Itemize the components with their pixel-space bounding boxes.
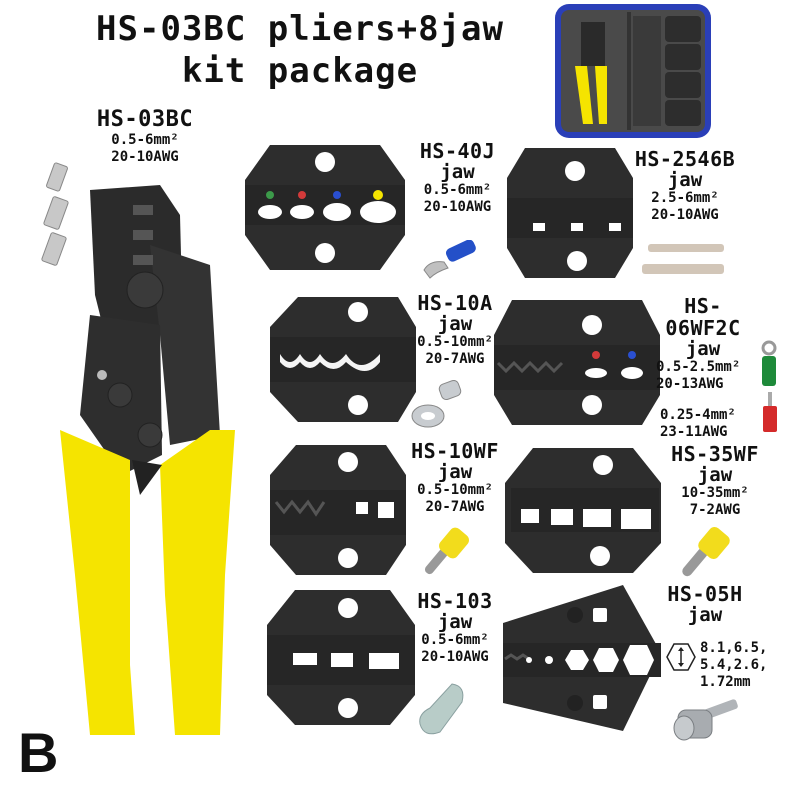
jaw-label-hs-10wf: HS-10WF jaw 0.5-10mm² 20-7AWG — [400, 440, 510, 516]
jaw-label-hs-103: HS-103 jaw 0.5-6mm² 20-10AWG — [400, 590, 510, 666]
product-title: HS-03BC pliers+8jaw kit package — [60, 8, 540, 92]
bnc-connector-image — [670, 690, 745, 750]
jaw-label-hs-40j: HS-40J jaw 0.5-6mm² 20-10AWG — [405, 140, 510, 216]
jaw-text: jaw — [437, 611, 473, 633]
hex-spec-line-3: 1.72mm — [700, 674, 751, 690]
jaw-die-hs-05h — [493, 583, 663, 733]
jaw-model: HS-06WF2C — [665, 294, 741, 340]
ring-lug-terminal-image — [410, 380, 470, 430]
red-ferrule-image — [760, 392, 780, 434]
jaw-label-hs-05h: HS-05H jaw — [655, 583, 755, 625]
hex-spec-line-2: 5.4,2.6, — [700, 657, 768, 673]
variant-badge: B — [18, 721, 59, 784]
jaw-die-hs-10wf — [268, 440, 408, 580]
jaw-text: jaw — [440, 161, 475, 183]
pliers-model: HS-03BC — [96, 107, 194, 132]
jaw-model: HS-05H — [667, 582, 743, 606]
jaw-model: HS-35WF — [671, 442, 759, 466]
jaw-model: HS-103 — [417, 589, 493, 613]
hex-size-spec: 8.1,6.5, 5.4,2.6, 1.72mm — [700, 640, 780, 691]
hex-size-icon — [665, 642, 697, 672]
crimping-pliers-image — [50, 175, 250, 735]
jaw-model: HS-10A — [417, 291, 493, 315]
jaw-spec-mm: 0.5-10mm² — [417, 334, 493, 350]
jaw-text: jaw — [687, 604, 723, 626]
jaw-spec2-awg: 23-11AWG — [660, 424, 728, 440]
jaw-spec-mm: 0.5-2.5mm² — [656, 359, 741, 375]
jaw-spec-mm: 0.5-6mm² — [421, 632, 489, 648]
jaw-spec-mm: 0.5-6mm² — [423, 182, 492, 198]
jaw-model: HS-2546B — [634, 147, 736, 171]
jaw-text: jaw — [437, 313, 473, 335]
jaw-die-hs-06wf2c — [492, 295, 662, 430]
carry-case-image — [553, 2, 713, 140]
jaw-label-hs-2546b: HS-2546B jaw 2.5-6mm² 20-10AWG — [625, 148, 745, 224]
jaw-spec-awg: 20-7AWG — [425, 499, 485, 515]
jaw-spec-awg: 20-7AWG — [425, 351, 485, 367]
jaw-spec-awg: 20-13AWG — [656, 376, 724, 392]
jaw-die-hs-10a — [268, 292, 418, 427]
jaw-die-hs-40j — [240, 140, 410, 275]
pliers-spec-awg: 20-10AWG — [111, 149, 179, 165]
title-line-2: kit package — [181, 51, 419, 91]
blue-fork-terminal-image — [420, 240, 480, 280]
jaw-spec-awg: 20-10AWG — [651, 207, 719, 223]
jaw-spec-mm: 10-35mm² — [681, 485, 749, 501]
jaw-label-hs-10a: HS-10A jaw 0.5-10mm² 20-7AWG — [400, 292, 510, 368]
jaw-text: jaw — [685, 338, 721, 360]
jaw-spec-awg: 20-10AWG — [421, 649, 489, 665]
pliers-label: HS-03BC 0.5-6mm² 20-10AWG — [60, 108, 230, 166]
jaw-die-hs-103 — [265, 585, 415, 730]
jaw-spec2-mm: 0.25-4mm² — [660, 407, 736, 423]
barrel-terminals-image — [640, 240, 730, 280]
yellow-ferrule-image — [415, 525, 475, 580]
jaw-model: HS-10WF — [411, 439, 499, 463]
jaw-label-hs-06wf2c: HS-06WF2C jaw 0.5-2.5mm² 20-13AWG 0.25-4… — [648, 295, 758, 441]
yellow-ferrule-image-2 — [670, 525, 740, 580]
title-line-1: HS-03BC pliers+8jaw — [96, 9, 504, 49]
hex-spec-line-1: 8.1,6.5, — [700, 640, 768, 656]
spade-terminals-image — [40, 160, 90, 270]
jaw-spec-mm: 0.5-10mm² — [417, 482, 493, 498]
jaw-text: jaw — [667, 169, 703, 191]
jaw-text: jaw — [697, 464, 733, 486]
jaw-spec-awg: 20-10AWG — [423, 199, 492, 215]
jaw-label-hs-35wf: HS-35WF jaw 10-35mm² 7-2AWG — [660, 443, 770, 519]
jaw-spec-awg: 7-2AWG — [689, 502, 741, 518]
jaw-text: jaw — [437, 461, 473, 483]
jaw-model: HS-40J — [419, 139, 496, 163]
closed-end-connector-image — [412, 680, 472, 740]
jaw-die-hs-2546b — [505, 143, 635, 283]
pliers-spec-mm: 0.5-6mm² — [111, 132, 179, 148]
jaw-spec-mm: 2.5-6mm² — [651, 190, 719, 206]
jaw-die-hs-35wf — [503, 443, 663, 578]
green-ring-terminal-image — [758, 340, 780, 388]
